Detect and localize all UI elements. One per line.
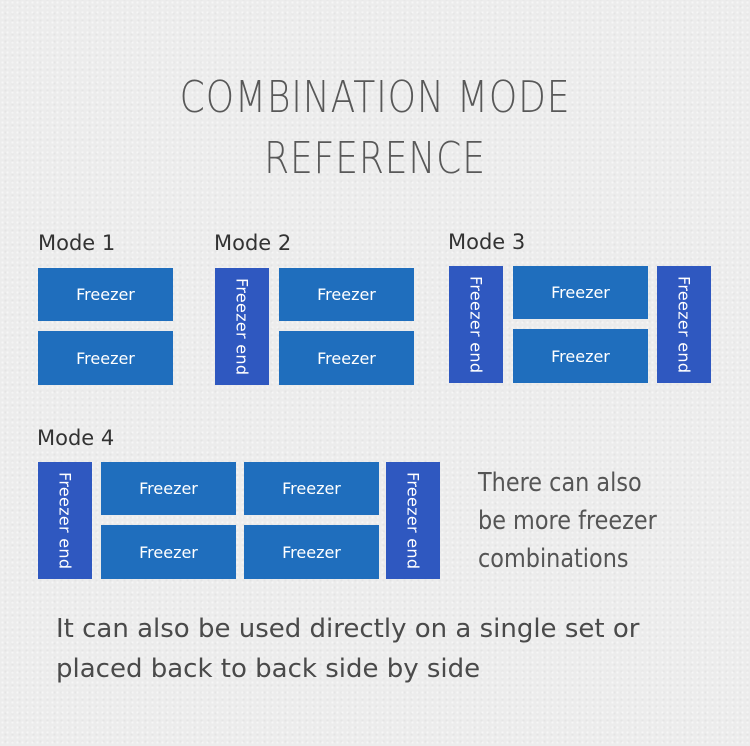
note-line-3: combinations xyxy=(478,544,629,574)
mode-3-freezer-top: Freezer xyxy=(513,266,648,319)
mode-1-freezer-top: Freezer xyxy=(38,268,173,321)
freezer-end-label: Freezer end xyxy=(232,277,252,376)
mode-4-freezer-bottom-2: Freezer xyxy=(244,525,379,579)
freezer-end-label: Freezer end xyxy=(403,471,423,570)
mode-3-label: Mode 3 xyxy=(448,230,526,254)
footer-line-1: It can also be used directly on a single… xyxy=(56,614,640,644)
mode-4-label: Mode 4 xyxy=(37,426,115,450)
note-line-2: be more freezer xyxy=(478,506,657,536)
mode-1-label: Mode 1 xyxy=(38,231,116,255)
mode-4-freezer-top-1: Freezer xyxy=(101,462,236,515)
page-title-line-2: REFERENCE xyxy=(264,133,486,184)
freezer-end-label: Freezer end xyxy=(55,471,75,570)
mode-3-freezer-bottom: Freezer xyxy=(513,329,648,383)
mode-3-freezer-end-right: Freezer end xyxy=(657,266,711,383)
freezer-end-label: Freezer end xyxy=(466,275,486,374)
note-line-1: There can also xyxy=(478,468,642,498)
freezer-end-label: Freezer end xyxy=(674,275,694,374)
mode-2-freezer-bottom: Freezer xyxy=(279,331,414,385)
more-combinations-note: There can also be more freezer combinati… xyxy=(478,464,693,578)
page-title-line-1: COMBINATION MODE xyxy=(179,72,571,123)
mode-4-freezer-top-2: Freezer xyxy=(244,462,379,515)
mode-2-label: Mode 2 xyxy=(214,231,292,255)
footer-line-2: placed back to back side by side xyxy=(56,654,481,684)
mode-3-freezer-end-left: Freezer end xyxy=(449,266,503,383)
usage-description: It can also be used directly on a single… xyxy=(56,609,746,689)
mode-1-freezer-bottom: Freezer xyxy=(38,331,173,385)
mode-4-freezer-bottom-1: Freezer xyxy=(101,525,236,579)
mode-2-freezer-top: Freezer xyxy=(279,268,414,321)
mode-4-freezer-end-right: Freezer end xyxy=(386,462,440,579)
mode-2-freezer-end: Freezer end xyxy=(215,268,269,385)
mode-4-freezer-end-left: Freezer end xyxy=(38,462,92,579)
